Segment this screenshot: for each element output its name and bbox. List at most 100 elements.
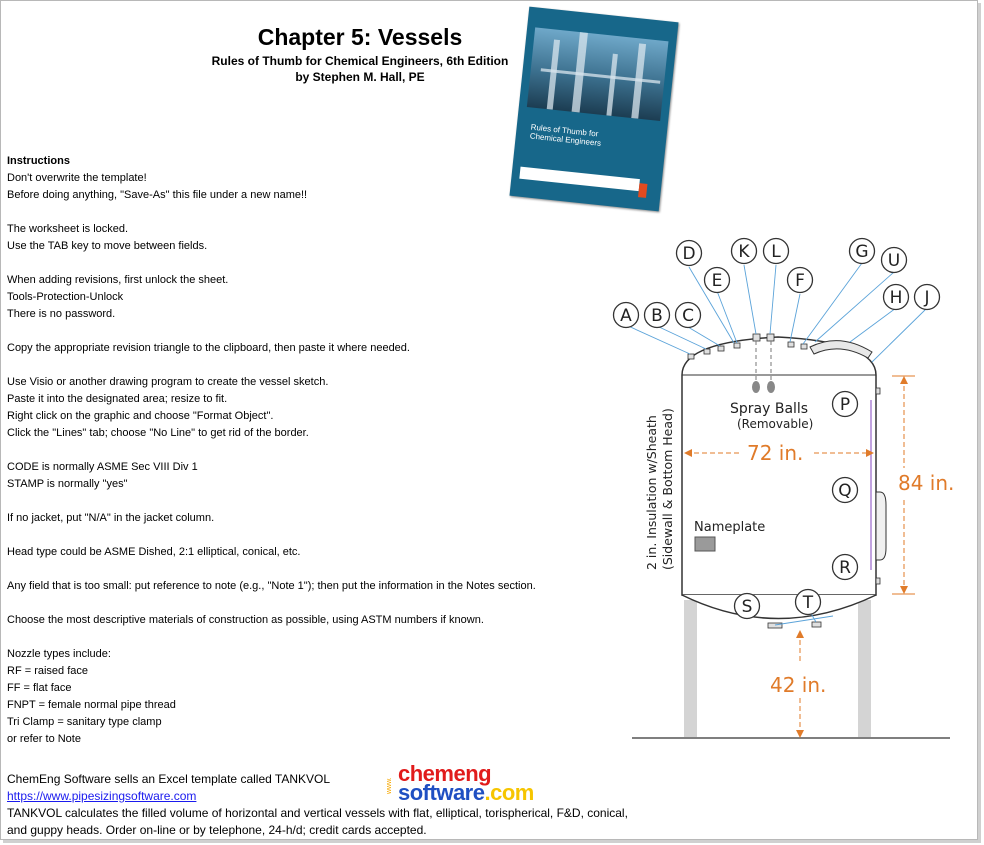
diameter-value: 72 in. [747, 441, 803, 465]
advert-line1: ChemEng Software sells an Excel template… [7, 772, 331, 786]
instruction-line [7, 255, 607, 272]
nozzle-callout-circle [612, 301, 640, 329]
nozzle-callout-circle [831, 476, 859, 504]
book-cover-photo [526, 27, 669, 121]
instruction-line [7, 323, 607, 340]
instructions-lines: Don't overwrite the template! Before doin… [7, 170, 607, 748]
nozzle-callout-label: H [890, 288, 903, 308]
spray-balls-label: Spray Balls [730, 401, 808, 417]
instruction-line: FNPT = female normal pipe thread [7, 699, 176, 711]
instruction-line: Paste it into the designated area; resiz… [7, 393, 228, 405]
nozzle-callout-label: C [682, 306, 694, 326]
instruction-line [7, 357, 607, 374]
instruction-line: Nozzle types include: [7, 648, 111, 660]
spray-ball-icon [752, 381, 760, 393]
instruction-line: Copy the appropriate revision triangle t… [7, 342, 410, 354]
nozzle-callout-label: G [855, 242, 868, 262]
removable-label: (Removable) [737, 417, 813, 431]
instruction-line [7, 595, 607, 612]
instruction-line: Click the "Lines" tab; choose "No Line" … [7, 427, 309, 439]
nameplate-box [694, 536, 716, 552]
nozzle-callout-circle [794, 588, 822, 616]
height-value: 84 in. [898, 471, 954, 495]
instruction-line: Tri Clamp = sanitary type clamp [7, 716, 162, 728]
instruction-line [7, 629, 607, 646]
instruction-line [7, 527, 607, 544]
instruction-line: RF = raised face [7, 665, 89, 677]
nozzle-callout-circle [848, 237, 876, 265]
instruction-line: Use Visio or another drawing program to … [7, 376, 329, 388]
nozzle-callout-label: E [712, 271, 723, 291]
nozzle-callout-label: T [802, 593, 814, 613]
instruction-line: Any field that is too small: put referen… [7, 580, 536, 592]
nozzle-callout-label: Q [838, 481, 851, 501]
instruction-line: Don't overwrite the template! [7, 172, 147, 184]
instruction-line: When adding revisions, first unlock the … [7, 274, 229, 286]
logo-www: www. [386, 777, 393, 794]
advert-line4: and guppy heads. Order on-line or by tel… [7, 823, 427, 837]
nozzle-callout-circle [730, 237, 758, 265]
top-manway [809, 340, 873, 359]
instruction-line [7, 442, 607, 459]
nozzle-callout-circle [762, 237, 790, 265]
instruction-line: Choose the most descriptive materials of… [7, 614, 484, 626]
nozzle-callout-circle [913, 283, 941, 311]
vessel-leg-left [684, 600, 697, 737]
instruction-line: STAMP is normally "yes" [7, 478, 128, 490]
instruction-line: FF = flat face [7, 682, 72, 694]
instruction-line: There is no password. [7, 308, 116, 320]
nozzle-callout-circle [643, 301, 671, 329]
logo-word2: software.com [398, 780, 534, 805]
instruction-line: If no jacket, put "N/A" in the jacket co… [7, 512, 215, 524]
instruction-line [7, 493, 607, 510]
subtitle-author: by Stephen M. Hall, PE [295, 70, 425, 84]
nozzle-callout-label: B [651, 306, 663, 326]
instruction-line: Right click on the graphic and choose "F… [7, 410, 274, 422]
insulation-label: 2 in. Insulation w/Sheath (Sidewall & Bo… [644, 408, 675, 570]
nozzle-callout-circle [674, 301, 702, 329]
nozzle-callout-circle [786, 266, 814, 294]
vessel-shell [681, 336, 877, 596]
nameplate-label: Nameplate [694, 520, 765, 535]
nozzle-callout-label: L [771, 242, 781, 262]
nozzle-callout-circle [880, 246, 908, 274]
instruction-line: Before doing anything, "Save-As" this fi… [7, 189, 308, 201]
instruction-line: Use the TAB key to move between fields. [7, 240, 208, 252]
publisher-logo [638, 183, 648, 198]
nozzle-callout-label: S [742, 597, 753, 617]
nozzle-callout-circle [703, 266, 731, 294]
advert-line3: TANKVOL calculates the filled volume of … [7, 806, 628, 820]
logo-word1: chemeng [398, 761, 492, 786]
nozzle-callout-label: U [888, 251, 900, 271]
height-dimension [892, 375, 915, 595]
nozzle-callout-label: D [682, 244, 695, 264]
instructions-block: Instructions Don't overwrite the templat… [7, 153, 607, 748]
vessel-leg-right [858, 600, 871, 737]
nozzle-callout-circle [733, 592, 761, 620]
svg-text:(Sidewall & Bottom Head): (Sidewall & Bottom Head) [660, 408, 675, 570]
nozzle-callout-label: R [839, 558, 851, 578]
svg-text:2 in. Insulation w/Sheath: 2 in. Insulation w/Sheath [644, 415, 659, 570]
instruction-line: Head type could be ASME Dished, 2:1 elli… [7, 546, 301, 558]
nozzle-leader-lines [625, 262, 928, 626]
nozzle-callout-circle [675, 239, 703, 267]
nozzle-callout-label: A [620, 306, 632, 326]
vessel-sketch: Spray Balls (Removable) Nameplate 2 in. … [612, 237, 954, 739]
instructions-heading: Instructions [7, 155, 70, 167]
page-title: Chapter 5: Vessels [257, 24, 463, 50]
side-manway [875, 491, 887, 561]
advert-block: ChemEng Software sells an Excel template… [7, 771, 727, 839]
advert-link[interactable]: https://www.pipesizingsoftware.com [7, 789, 197, 803]
instruction-line: The worksheet is locked. [7, 223, 129, 235]
instruction-line: Tools-Protection-Unlock [7, 291, 124, 303]
vessel-bottom-head [681, 594, 877, 620]
diameter-dimension [684, 449, 874, 457]
nozzle-callout-label: J [923, 288, 929, 308]
instruction-line [7, 204, 607, 221]
instruction-line: or refer to Note [7, 733, 81, 745]
page-subtitle: Rules of Thumb for Chemical Engineers, 6… [200, 53, 520, 85]
spray-ball-icon [767, 381, 775, 393]
nozzle-callout-circle [831, 390, 859, 418]
chemeng-software-logo: www. chemeng software.com [386, 761, 586, 805]
